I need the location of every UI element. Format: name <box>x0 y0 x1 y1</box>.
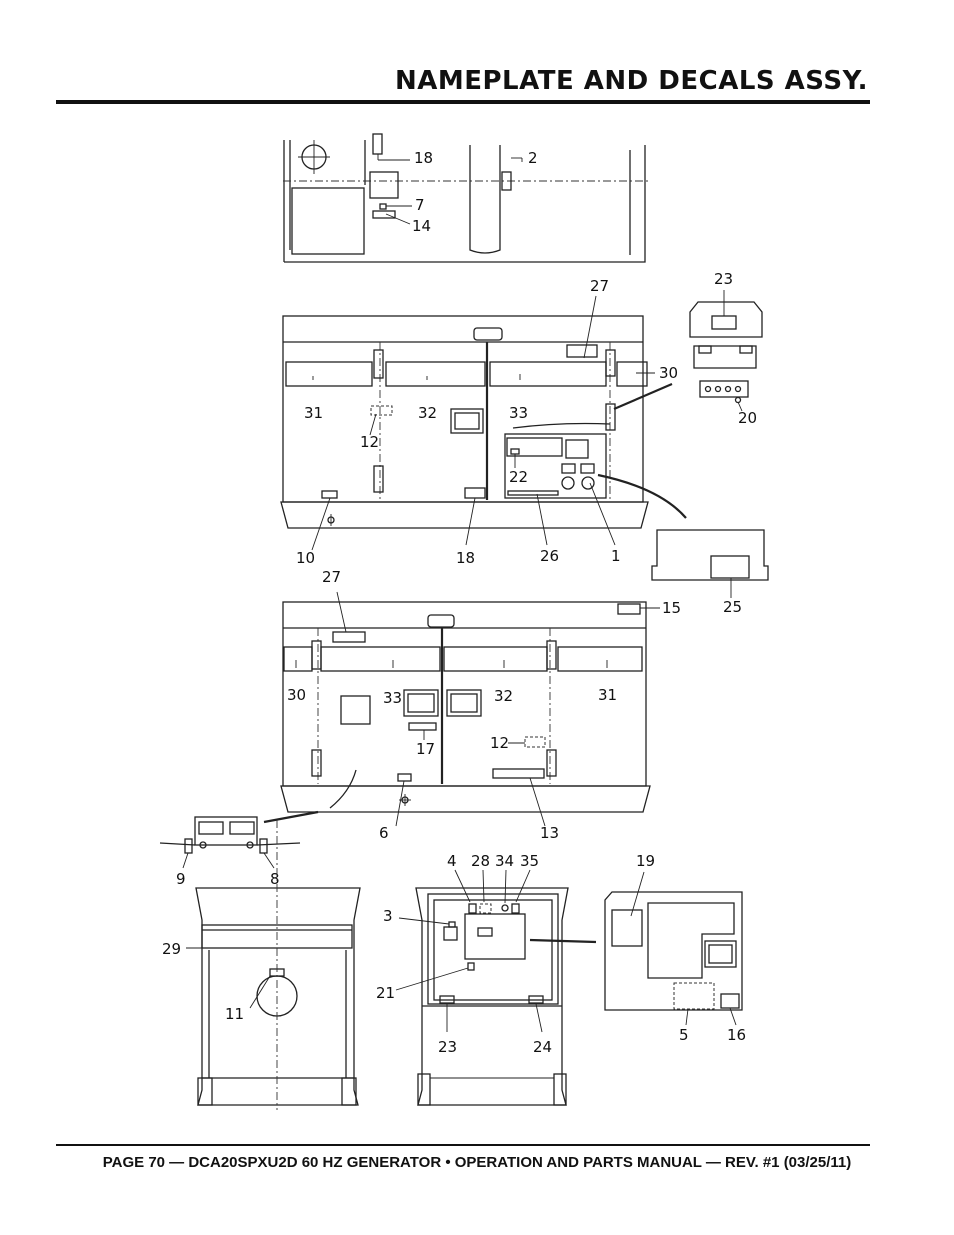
page-title: NAMEPLATE AND DECALS ASSY. <box>394 66 868 96</box>
side-view-a: 27 23 30 20 31 32 33 12 22 10 18 26 1 25 <box>280 270 757 616</box>
callout-25: 25 <box>723 598 742 616</box>
callout-13: 13 <box>540 824 559 842</box>
callout-32-b: 32 <box>494 687 513 705</box>
callout-16: 16 <box>727 1026 746 1044</box>
callout-22: 22 <box>509 468 528 486</box>
callout-33-a: 33 <box>509 404 528 422</box>
callout-14: 14 <box>412 217 431 235</box>
callout-30-a: 30 <box>659 364 678 382</box>
end-view-left: 29 11 <box>162 820 361 1110</box>
top-view: 18 2 7 14 <box>283 133 650 263</box>
callout-30-b: 30 <box>287 686 306 704</box>
end-view-right: 4 28 34 35 3 21 23 24 <box>376 852 597 1106</box>
callout-27-a: 27 <box>590 277 609 295</box>
callout-27-b: 27 <box>322 568 341 586</box>
callout-31-b: 31 <box>598 686 617 704</box>
callout-33-b: 33 <box>383 689 402 707</box>
callout-26: 26 <box>540 547 559 565</box>
callout-18-a: 18 <box>456 549 475 567</box>
callout-23-b: 23 <box>438 1038 457 1056</box>
callout-2: 2 <box>528 149 538 167</box>
callout-32-a: 32 <box>418 404 437 422</box>
detail-door-handles: 9 8 <box>159 816 301 888</box>
callout-28: 28 <box>471 852 490 870</box>
callout-19: 19 <box>636 852 655 870</box>
callout-23-a: 23 <box>714 270 733 288</box>
callout-11: 11 <box>225 1005 244 1023</box>
callout-17: 17 <box>416 740 435 758</box>
callout-18-top: 18 <box>414 149 433 167</box>
callout-10: 10 <box>296 549 315 567</box>
callout-5: 5 <box>679 1026 689 1044</box>
detail-panel-23 <box>689 290 763 412</box>
callout-12-a: 12 <box>360 433 379 451</box>
footer-rule <box>56 1144 870 1146</box>
callout-20: 20 <box>738 409 757 427</box>
callout-6: 6 <box>379 824 389 842</box>
callout-7: 7 <box>415 196 425 214</box>
callout-3: 3 <box>383 907 393 925</box>
header-rule <box>56 100 870 104</box>
callout-9: 9 <box>176 870 186 888</box>
callout-29: 29 <box>162 940 181 958</box>
callout-21: 21 <box>376 984 395 1002</box>
callout-24: 24 <box>533 1038 552 1056</box>
detail-panel-25 <box>651 529 769 598</box>
callout-15: 15 <box>662 599 681 617</box>
callout-8: 8 <box>270 870 280 888</box>
side-view-b: 27 15 30 33 32 31 17 12 6 13 <box>263 568 681 842</box>
callout-4: 4 <box>447 852 457 870</box>
page-footer: PAGE 70 — DCA20SPXU2D 60 HZ GENERATOR • … <box>102 1154 852 1171</box>
callout-12-b: 12 <box>490 734 509 752</box>
callout-1: 1 <box>611 547 621 565</box>
detail-panel-19: 19 5 16 <box>604 852 746 1044</box>
callout-34: 34 <box>495 852 514 870</box>
callout-31-a: 31 <box>304 404 323 422</box>
callout-35: 35 <box>520 852 539 870</box>
